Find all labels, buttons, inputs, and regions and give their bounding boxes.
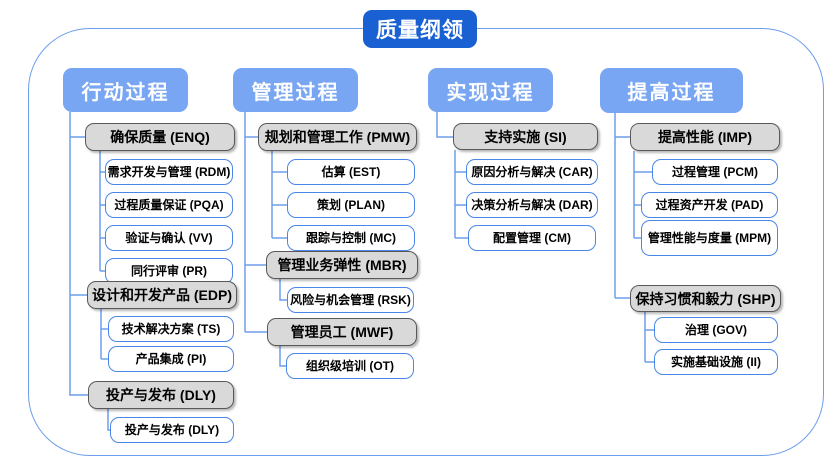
node-est: 估算 (EST) — [287, 159, 415, 185]
node-mpm: 管理性能与度量 (MPM) — [641, 220, 778, 256]
node-dly-leaf: 投产与发布 (DLY) — [110, 417, 234, 443]
node-rsk: 风险与机会管理 (RSK) — [287, 287, 414, 313]
node-edp: 设计和开发产品 (EDP) — [87, 281, 237, 309]
column-header-action: 行动过程 — [63, 68, 188, 112]
node-si: 支持实施 (SI) — [453, 123, 598, 150]
column-header-improvement: 提高过程 — [600, 68, 743, 113]
diagram-title: 质量纲领 — [363, 10, 477, 48]
column-header-implementation: 实现过程 — [428, 68, 553, 112]
node-mc: 跟踪与控制 (MC) — [287, 225, 415, 251]
node-mbr: 管理业务弹性 (MBR) — [266, 251, 418, 279]
node-enq: 确保质量 (ENQ) — [85, 123, 235, 151]
node-dar: 决策分析与解决 (DAR) — [466, 192, 598, 218]
node-rdm: 需求开发与管理 (RDM) — [105, 159, 233, 185]
node-pcm: 过程管理 (PCM) — [652, 159, 778, 185]
node-mwf: 管理员工 (MWF) — [267, 318, 417, 346]
column-header-management: 管理过程 — [233, 68, 358, 112]
node-pqa: 过程质量保证 (PQA) — [105, 192, 233, 218]
node-pad: 过程资产开发 (PAD) — [641, 192, 778, 218]
node-ot: 组织级培训 (OT) — [286, 353, 414, 379]
node-gov: 治理 (GOV) — [654, 317, 778, 343]
node-cm: 配置管理 (CM) — [468, 225, 596, 251]
node-plan: 策划 (PLAN) — [287, 192, 415, 218]
node-vv: 验证与确认 (VV) — [105, 225, 233, 251]
node-ts: 技术解决方案 (TS) — [108, 316, 234, 342]
node-car: 原因分析与解决 (CAR) — [466, 159, 598, 185]
node-ii: 实施基础设施 (II) — [654, 349, 778, 375]
node-pr: 同行评审 (PR) — [105, 258, 233, 284]
node-imp: 提高性能 (IMP) — [630, 123, 780, 151]
node-pmw: 规划和管理工作 (PMW) — [258, 123, 417, 151]
node-dly: 投产与发布 (DLY) — [88, 381, 234, 409]
node-pi: 产品集成 (PI) — [108, 346, 234, 372]
node-shp: 保持习惯和毅力 (SHP) — [630, 285, 781, 312]
